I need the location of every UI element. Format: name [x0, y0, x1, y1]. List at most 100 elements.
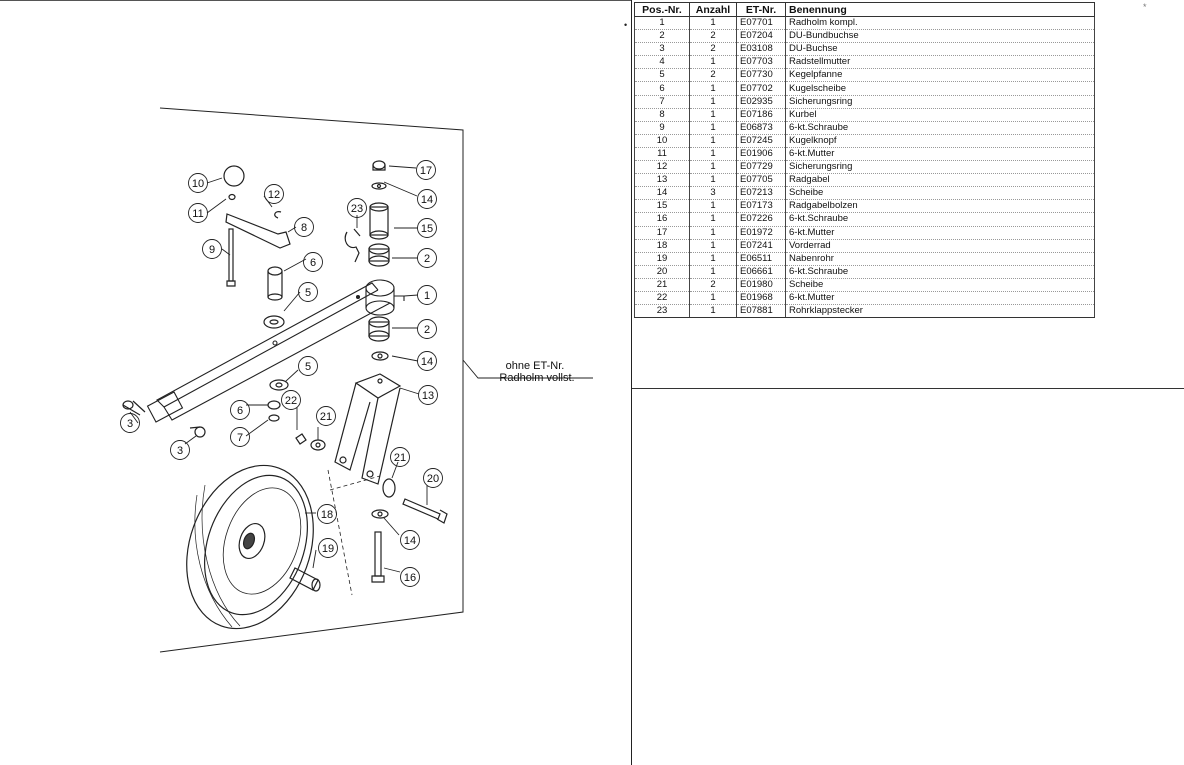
- callout-7: 7: [230, 427, 250, 447]
- lock-pin: [344, 231, 360, 263]
- cell-qty: 2: [689, 42, 737, 57]
- callout-1: 1: [417, 285, 437, 305]
- header-et: ET-Nr.: [736, 2, 786, 17]
- cell-et: E07702: [736, 81, 786, 96]
- callout-21b: 21: [390, 447, 410, 467]
- cell-name: Radstellmutter: [785, 55, 1095, 70]
- callout-22: 22: [281, 390, 301, 410]
- cell-name: Sicherungsring: [785, 95, 1095, 109]
- cell-name: Radgabel: [785, 173, 1095, 188]
- cell-et: E07213: [736, 186, 786, 201]
- svg-text:20: 20: [427, 473, 439, 485]
- note-line-2: Radholm vollst.: [499, 372, 574, 384]
- cell-name: Rohrklappstecker: [785, 304, 1095, 319]
- svg-text:14: 14: [421, 356, 433, 368]
- cell-name: 6-kt.Schraube: [785, 212, 1095, 227]
- cell-et: E07204: [736, 29, 786, 44]
- cell-pos: 17: [634, 226, 690, 240]
- cell-pos: 3: [634, 42, 690, 57]
- callout-12: 12: [264, 184, 284, 204]
- cell-qty: 1: [689, 239, 737, 253]
- cell-name: Kurbel: [785, 108, 1095, 122]
- cell-pos: 19: [634, 252, 690, 266]
- cell-et: E06873: [736, 121, 786, 135]
- cell-qty: 1: [689, 16, 737, 31]
- cell-name: 6-kt.Mutter: [785, 226, 1095, 240]
- cell-qty: 1: [689, 121, 737, 135]
- vertical-divider: [631, 0, 632, 765]
- cell-qty: 1: [689, 173, 737, 188]
- cell-pos: 2: [634, 29, 690, 44]
- cell-pos: 20: [634, 265, 690, 279]
- note-line-1: ohne ET-Nr.: [506, 360, 565, 372]
- cell-name: DU-Bundbuchse: [785, 29, 1095, 44]
- cell-et: E07226: [736, 212, 786, 227]
- svg-text:17: 17: [420, 165, 432, 177]
- callout-11: 11: [188, 203, 208, 223]
- cell-et: E01980: [736, 278, 786, 292]
- wheel-fork-bolt: [369, 160, 389, 240]
- assembly-line: [327, 469, 381, 596]
- callout-5b: 5: [298, 356, 318, 376]
- svg-text:6: 6: [237, 405, 243, 417]
- cell-name: Scheibe: [785, 186, 1095, 201]
- callout-18: 18: [317, 504, 337, 524]
- cell-qty: 1: [689, 226, 737, 240]
- cell-pos: 9: [634, 121, 690, 135]
- cell-et: E01968: [736, 291, 786, 306]
- cell-et: E06661: [736, 265, 786, 279]
- callout-13: 13: [418, 385, 438, 405]
- cell-qty: 2: [689, 278, 737, 292]
- header-name: Benennung: [785, 2, 1095, 17]
- cell-name: Kegelpfanne: [785, 68, 1095, 83]
- callout-3b: 3: [170, 440, 190, 460]
- callout-8: 8: [294, 217, 314, 237]
- cell-pos: 22: [634, 291, 690, 306]
- cell-pos: 21: [634, 278, 690, 292]
- cell-et: E07705: [736, 173, 786, 188]
- cell-pos: 13: [634, 173, 690, 188]
- svg-text:7: 7: [237, 432, 243, 444]
- cell-pos: 10: [634, 134, 690, 148]
- cell-name: Radholm kompl.: [785, 16, 1095, 31]
- callout-19: 19: [318, 538, 338, 558]
- lock-pin-end: [353, 228, 361, 237]
- callout-6b: 6: [230, 400, 250, 420]
- callout-9: 9: [202, 239, 222, 259]
- drawing-frame: [159, 107, 464, 653]
- cell-qty: 1: [689, 199, 737, 214]
- cell-qty: 2: [689, 29, 737, 44]
- svg-text:10: 10: [192, 178, 204, 190]
- callout-23: 23: [347, 198, 367, 218]
- cell-et: E07245: [736, 134, 786, 148]
- washers: [263, 315, 396, 519]
- cell-qty: 1: [689, 160, 737, 175]
- cell-name: 6-kt.Mutter: [785, 291, 1095, 306]
- svg-text:14: 14: [421, 194, 433, 206]
- svg-text:5: 5: [305, 361, 311, 373]
- cell-name: Scheibe: [785, 278, 1095, 292]
- hub-tube: [289, 567, 321, 592]
- cell-name: Kugelknopf: [785, 134, 1095, 148]
- table-bottom-rule: [632, 388, 1184, 389]
- cell-qty: 1: [689, 81, 737, 96]
- svg-text:21: 21: [320, 411, 332, 423]
- cell-pos: 8: [634, 108, 690, 122]
- cell-pos: 12: [634, 160, 690, 175]
- callout-17: 17: [416, 160, 436, 180]
- bolt-20: [402, 498, 448, 524]
- cell-qty: 2: [689, 68, 737, 83]
